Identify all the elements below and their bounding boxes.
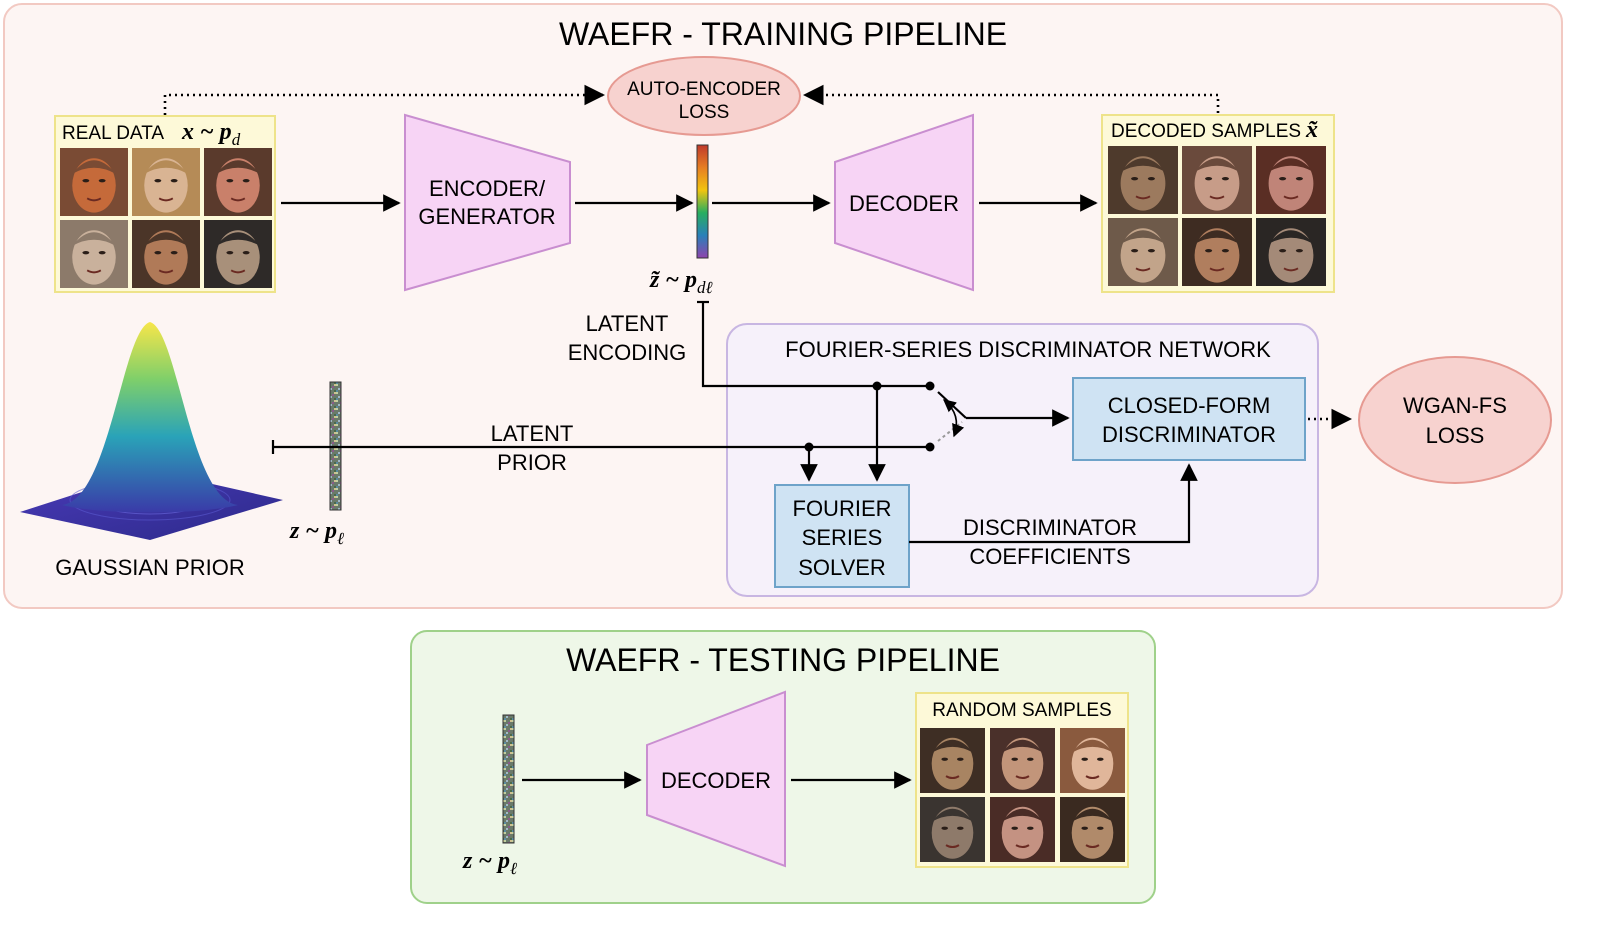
face-thumbnail [1256,218,1326,286]
real-data-face-grid [60,148,272,288]
prior-sample-math: z ~ pℓ [289,518,344,548]
random-samples-label: RANDOM SAMPLES [932,700,1111,721]
face-thumbnail [204,220,272,288]
gaussian-prior-label: GAUSSIAN PRIOR [55,555,244,580]
latent-prior-line2: PRIOR [497,450,567,475]
junction-dot [804,442,814,452]
face-thumbnail [1182,218,1252,286]
closed-form-line2: DISCRIMINATOR [1102,422,1276,447]
real-data-math: x ~ pd [181,119,241,149]
face-thumbnail [920,797,985,862]
face-thumbnail [1060,797,1125,862]
solver-line1: FOURIER [793,496,892,521]
testing-decoder-label: DECODER [661,768,771,793]
wgan-loss-line1: WGAN-FS [1403,393,1507,418]
coefficients-arrow [909,463,1198,544]
face-thumbnail [1060,728,1125,793]
decoded-samples: DECODED SAMPLES x̃ [1101,114,1335,293]
decoded-samples-math: x̃ [1305,117,1318,143]
face-thumbnail [1108,218,1178,286]
decoded-samples-label: DECODED SAMPLES [1111,121,1301,142]
encoder-label-line1: ENCODER/ [429,176,546,201]
latent-encoding-line2: ENCODING [568,340,687,365]
face-thumbnail [60,220,128,288]
face-thumbnail [1256,146,1326,214]
switch-terminal-dot [925,442,935,452]
solver-line3: SOLVER [798,555,886,580]
face-thumbnail [990,797,1055,862]
closed-form-discriminator-block: CLOSED-FORM DISCRIMINATOR [1072,377,1306,461]
encoder-generator-block: ENCODER/ GENERATOR [404,113,571,292]
wgan-loss-line2: LOSS [1426,423,1485,448]
gaussian-prior-plot [20,322,283,540]
training-title: WAEFR - TRAINING PIPELINE [559,16,1007,52]
latent-code-bar [696,144,709,259]
latent-encoding-line1: LATENT [586,311,669,336]
latent-encoding-wire [701,302,930,388]
discriminator-network-title: FOURIER-SERIES DISCRIMINATOR NETWORK [785,337,1271,362]
autoencoder-loss: AUTO-ENCODER LOSS [607,56,801,136]
closed-form-line1: CLOSED-FORM [1108,393,1271,418]
face-thumbnail [990,728,1055,793]
face-thumbnail [204,148,272,216]
testing-title: WAEFR - TESTING PIPELINE [566,642,1000,678]
real-data-samples: REAL DATA x ~ pd [54,115,276,293]
latent-prior-line1: LATENT [491,421,574,446]
coefficients-line2: COEFFICIENTS [969,544,1130,569]
encoder-label-line2: GENERATOR [418,204,555,229]
random-face-grid [920,728,1125,862]
decoder-label: DECODER [849,191,959,216]
junction-dot [872,381,882,391]
autoencoder-loss-line2: LOSS [679,102,730,123]
testing-prior-sample-bar [502,714,515,844]
input-switch [937,391,967,442]
switch-terminal-dot [925,381,935,391]
wgan-fs-loss: WGAN-FS LOSS [1358,356,1552,484]
coefficients-line1: DISCRIMINATOR [963,515,1137,540]
face-thumbnail [1182,146,1252,214]
decoded-face-grid [1108,146,1326,286]
solver-line2: SERIES [802,525,883,550]
real-data-label: REAL DATA [62,123,164,144]
real-to-loss-dotted-arrow [163,84,606,115]
fourier-series-solver-block: FOURIER SERIES SOLVER [774,484,910,588]
face-thumbnail [60,148,128,216]
face-thumbnail [132,148,200,216]
face-thumbnail [132,220,200,288]
decoded-to-loss-dotted-arrow [802,84,1220,113]
autoencoder-loss-line1: AUTO-ENCODER [627,79,781,100]
face-thumbnail [920,728,985,793]
decoder-block: DECODER [834,113,974,292]
random-samples: RANDOM SAMPLES [915,692,1129,868]
testing-prior-sample-math: z ~ pℓ [462,848,517,878]
face-thumbnail [1108,146,1178,214]
testing-decoder-block: DECODER [646,690,786,868]
latent-code-math: z̃ ~ pdℓ [649,267,713,297]
